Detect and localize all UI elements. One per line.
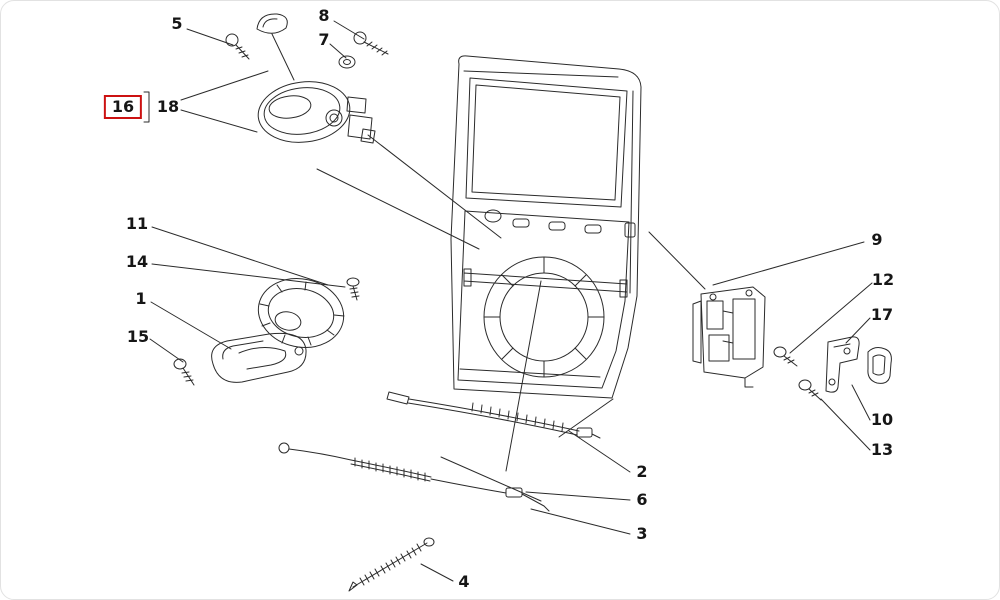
- gasket-drawing: [257, 278, 345, 348]
- part-label-16-highlighted[interactable]: 16: [103, 95, 143, 119]
- part-label-14[interactable]: 14: [125, 252, 149, 271]
- part-label-1[interactable]: 1: [135, 289, 147, 308]
- part-label-12[interactable]: 12: [871, 270, 895, 289]
- door-panel-drawing: [450, 55, 642, 399]
- part-label-17[interactable]: 17: [870, 305, 894, 324]
- part-label-13[interactable]: 13: [870, 440, 894, 459]
- part-label-10[interactable]: 10: [870, 410, 894, 429]
- part-label-15[interactable]: 15: [126, 327, 150, 346]
- part-label-3[interactable]: 3: [636, 524, 648, 543]
- screw-15-drawing: [173, 358, 195, 386]
- hinge-drawing: [825, 336, 860, 393]
- inside-handle-drawing: [211, 332, 307, 383]
- leader-lines: [143, 20, 873, 582]
- part-label-4[interactable]: 4: [458, 572, 470, 591]
- part-label-5[interactable]: 5: [171, 14, 183, 33]
- part-label-18[interactable]: 18: [156, 97, 180, 116]
- outside-handle-drawing: [225, 13, 389, 144]
- part-label-2[interactable]: 2: [636, 462, 648, 481]
- part-label-6[interactable]: 6: [636, 490, 648, 509]
- part-label-11[interactable]: 11: [125, 214, 149, 233]
- part-label-8[interactable]: 8: [318, 6, 330, 25]
- striker-drawing: [867, 347, 892, 384]
- cable-3-drawing: [278, 442, 550, 512]
- screw-12-drawing: [773, 346, 798, 367]
- part-label-9[interactable]: 9: [871, 230, 883, 249]
- cable-2-drawing: [386, 391, 601, 439]
- screw-13-drawing: [798, 379, 822, 401]
- part-label-7[interactable]: 7: [318, 30, 330, 49]
- lock-assembly-drawing: [692, 286, 766, 388]
- clip-14-drawing: [346, 277, 360, 301]
- rod-4-drawing: [348, 537, 435, 592]
